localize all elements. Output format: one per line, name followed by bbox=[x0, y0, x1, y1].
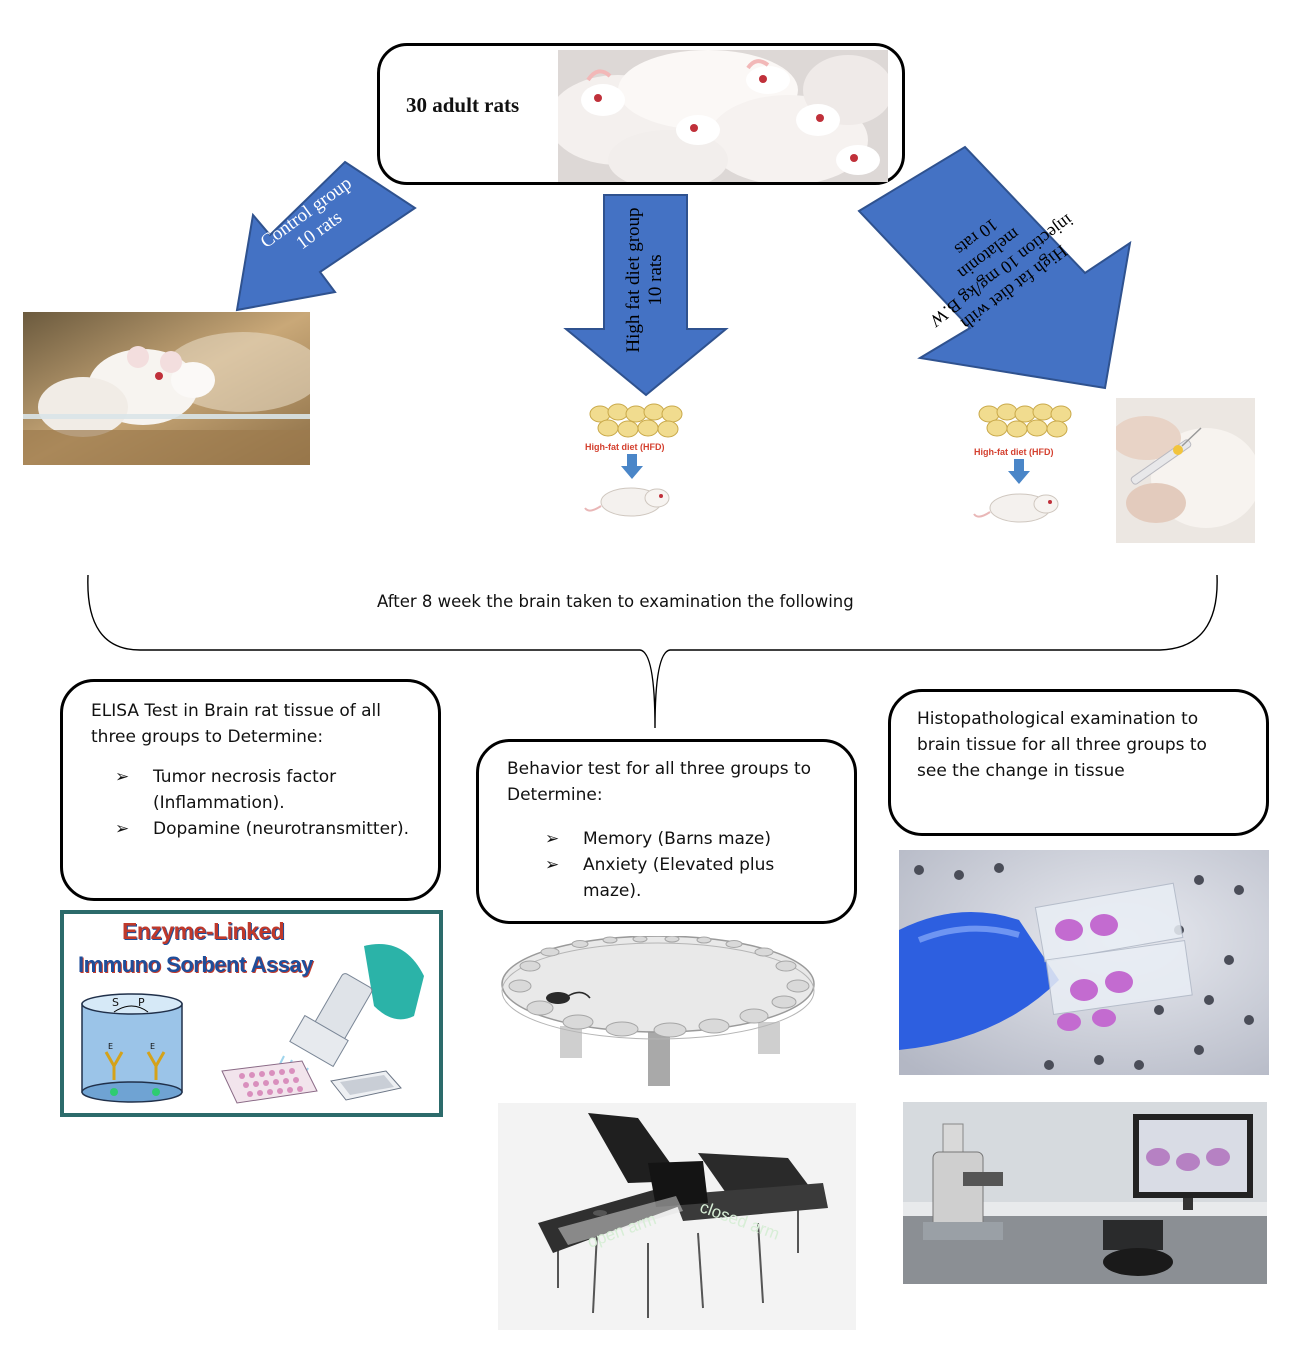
elisa-list: ➢ Tumor necrosis factor (Inflammation). ➢… bbox=[91, 764, 410, 842]
elisa-e-label-left: E bbox=[108, 1042, 114, 1051]
pipette-icon bbox=[273, 944, 424, 1086]
elisa-s-label: S bbox=[112, 996, 119, 1009]
elisa-box: ELISA Test in Brain rat tissue of all th… bbox=[60, 679, 441, 901]
rats-group-photo bbox=[558, 50, 888, 182]
plus-maze-photo: open arm closed arm bbox=[498, 1103, 856, 1330]
bullet-arrow-icon: ➢ bbox=[545, 855, 560, 875]
list-item: ➢ Anxiety (Elevated plus maze). bbox=[507, 852, 826, 904]
hfd-food-pellets bbox=[589, 403, 683, 438]
hfd-graphic-center: High-fat diet (HFD) bbox=[583, 402, 693, 522]
elisa-e-label-right: E bbox=[150, 1042, 156, 1051]
histo-box: Histopathological examination to brain t… bbox=[888, 689, 1269, 836]
down-arrow-icon bbox=[621, 454, 643, 479]
brace-line bbox=[87, 574, 1218, 729]
hfd-label-right: High-fat diet (HFD) bbox=[974, 447, 1054, 457]
hfd-label-center: High-fat diet (HFD) bbox=[585, 442, 665, 452]
rat-icon bbox=[973, 493, 1059, 523]
elisa-well-icon bbox=[81, 993, 183, 1103]
reservoir-icon bbox=[330, 1070, 402, 1101]
elisa-graphic: Enzyme-Linked Immuno Sorbent Assay S P E… bbox=[60, 910, 443, 1117]
hfd-group-arrow bbox=[563, 194, 729, 397]
behavior-item-memory: Memory (Barns maze) bbox=[583, 829, 771, 849]
barnes-maze-photo bbox=[500, 936, 816, 1086]
melatonin-group-arrow bbox=[857, 145, 1132, 390]
elisa-title-line1: Enzyme-Linked bbox=[122, 918, 285, 944]
behavior-item-anxiety: Anxiety (Elevated plus maze). bbox=[583, 855, 775, 901]
histology-slide-photo bbox=[899, 850, 1269, 1075]
down-arrow-icon bbox=[1008, 459, 1030, 484]
elisa-p-label: P bbox=[138, 996, 145, 1009]
top-box-title: 30 adult rats bbox=[406, 93, 520, 117]
rat-icon bbox=[584, 487, 670, 517]
histo-text: Histopathological examination to brain t… bbox=[917, 709, 1207, 781]
elisa-item-tnf: Tumor necrosis factor (Inflammation). bbox=[153, 767, 337, 813]
list-item: ➢ Tumor necrosis factor (Inflammation). bbox=[91, 764, 410, 816]
microscope-photo bbox=[903, 1102, 1267, 1284]
hfd-group-line2: 10 rats bbox=[645, 254, 666, 306]
brace-caption: After 8 week the brain taken to examinat… bbox=[377, 592, 854, 611]
hfd-graphic-right: High-fat diet (HFD) bbox=[972, 402, 1082, 527]
control-rat-photo bbox=[23, 312, 310, 465]
top-box: 30 adult rats bbox=[377, 43, 905, 185]
list-item: ➢ Dopamine (neurotransmitter). bbox=[91, 816, 410, 842]
bullet-arrow-icon: ➢ bbox=[545, 829, 560, 849]
hfd-food-pellets-right bbox=[978, 403, 1072, 438]
bullet-arrow-icon: ➢ bbox=[115, 767, 130, 787]
microplate-icon bbox=[221, 1060, 318, 1104]
bullet-arrow-icon: ➢ bbox=[115, 819, 130, 839]
elisa-intro: ELISA Test in Brain rat tissue of all th… bbox=[91, 701, 381, 747]
hfd-group-line1: High fat diet group bbox=[623, 207, 644, 353]
behavior-intro: Behavior test for all three groups to De… bbox=[507, 759, 812, 805]
elisa-title-line2: Immuno Sorbent Assay bbox=[78, 952, 313, 977]
list-item: ➢ Memory (Barns maze) bbox=[507, 826, 826, 852]
hfd-group-label: High fat diet group 10 rats bbox=[623, 195, 667, 365]
behavior-list: ➢ Memory (Barns maze) ➢ Anxiety (Elevated … bbox=[507, 826, 826, 904]
injection-photo bbox=[1116, 398, 1255, 543]
behavior-box: Behavior test for all three groups to De… bbox=[476, 739, 857, 924]
elisa-item-dopamine: Dopamine (neurotransmitter). bbox=[153, 819, 410, 839]
control-group-arrow bbox=[235, 160, 417, 312]
